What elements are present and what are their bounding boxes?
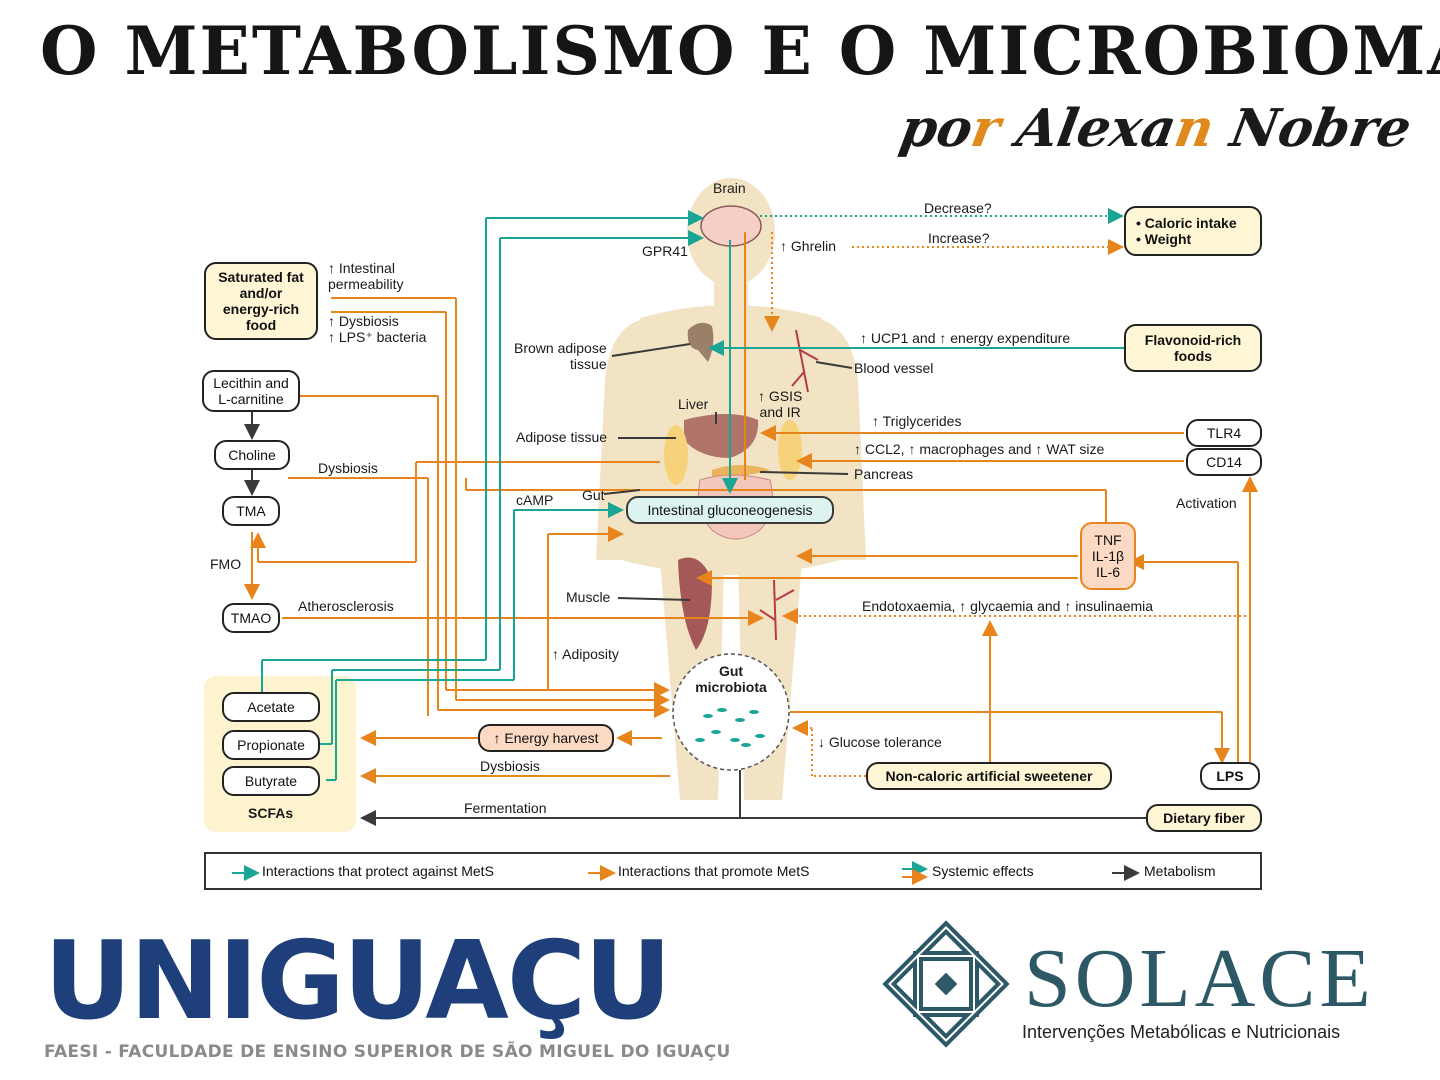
label-dysbiosis-top: Dysbiosis [318, 460, 378, 476]
node-saturated-fat: Saturated fat and/or energy-rich food [204, 262, 318, 340]
node-tmao: TMAO [222, 603, 280, 633]
label-adipose-tissue: Adipose tissue [516, 429, 608, 445]
label-activation: Activation [1176, 495, 1237, 511]
node-tnf: TNF IL-1β IL-6 [1080, 522, 1136, 590]
page-title: O METABOLISMO E O MICROBIOMA [40, 12, 1440, 90]
solace-name: SOLACE [1024, 932, 1375, 1025]
bacteria-cluster [695, 708, 765, 747]
label-gsis: ↑ GSIS and IR [758, 388, 803, 421]
node-lecithin: Lecithin and L-carnitine [202, 370, 300, 412]
node-cd14: CD14 [1186, 448, 1262, 476]
label-gpr41: GPR41 [642, 243, 688, 259]
node-choline: Choline [214, 440, 290, 470]
label-gut: Gut [582, 487, 605, 503]
label-increase: Increase? [928, 230, 990, 246]
label-adiposity: ↑ Adiposity [552, 646, 619, 662]
label-endotoxaemia: Endotoxaemia, ↑ glycaemia and ↑ insulina… [862, 598, 1154, 614]
label-atherosclerosis: Atherosclerosis [298, 598, 394, 614]
node-butyrate: Butyrate [222, 766, 320, 796]
label-brown-adipose: Brown adipose tissue [514, 340, 607, 373]
node-caloric-intake: • Caloric intake • Weight [1124, 206, 1262, 256]
pancreas-organ [712, 465, 770, 477]
uniguacu-name: UNIGUAÇU [44, 919, 672, 1044]
label-decrease: Decrease? [924, 200, 992, 216]
label-intestinal-permeability: ↑ Intestinal permeability [328, 260, 404, 293]
label-brain: Brain [713, 180, 746, 196]
legend-promote: Interactions that promote MetS [618, 863, 810, 879]
node-sweetener: Non-caloric artificial sweetener [866, 762, 1112, 790]
label-fmo: FMO [210, 556, 242, 572]
label-blood-vessel: Blood vessel [854, 360, 934, 376]
legend: Interactions that protect against MetS I… [204, 852, 1262, 890]
node-lps: LPS [1200, 762, 1260, 790]
label-triglycerides: ↑ Triglycerides [872, 413, 962, 429]
node-dietary-fiber: Dietary fiber [1146, 804, 1262, 832]
label-ucp1: ↑ UCP1 and ↑ energy expenditure [860, 330, 1071, 346]
node-propionate: Propionate [222, 730, 320, 760]
label-dysbiosis-bottom: Dysbiosis [480, 758, 540, 774]
label-glucose-tolerance: ↓ Glucose tolerance [818, 734, 942, 750]
label-ccl2: ↑ CCL2, ↑ macrophages and ↑ WAT size [854, 441, 1105, 457]
node-tlr4: TLR4 [1186, 419, 1262, 447]
uniguacu-subtitle: FAESI - FACULDADE DE ENSINO SUPERIOR DE … [44, 1042, 731, 1062]
legend-swatches [232, 861, 1140, 885]
label-gut-microbiota: Gut microbiota [695, 663, 767, 696]
uniguacu-logo: UNIGUAÇU FAESI - FACULDADE DE ENSINO SUP… [44, 919, 731, 1063]
adipose-right [778, 420, 802, 480]
legend-metabolism: Metabolism [1144, 863, 1216, 879]
label-dysbiosis-lps: ↑ Dysbiosis ↑ LPS⁺ bacteria [328, 313, 427, 346]
brown-adipose-organ [687, 322, 714, 362]
legend-protect: Interactions that protect against MetS [262, 863, 494, 879]
legend-systemic: Systemic effects [932, 863, 1034, 879]
label-liver: Liver [678, 396, 709, 412]
liver-organ [684, 414, 759, 458]
adipose-left [664, 425, 688, 485]
solace-emblem-icon [882, 920, 1010, 1048]
label-ghrelin: ↑ Ghrelin [780, 238, 837, 254]
blood-vessel-top [791, 329, 819, 393]
node-acetate: Acetate [222, 692, 320, 722]
node-intestinal-gluconeogenesis: Intestinal gluconeogenesis [626, 496, 834, 524]
label-fermentation: Fermentation [464, 800, 547, 816]
label-camp: cAMP [516, 492, 554, 508]
node-energy-harvest: ↑ Energy harvest [478, 724, 614, 752]
label-scfas: SCFAs [248, 805, 294, 821]
label-pancreas: Pancreas [854, 466, 914, 482]
label-muscle: Muscle [566, 589, 611, 605]
solace-subtitle: Intervenções Metabólicas e Nutricionais [1022, 1022, 1341, 1042]
node-tma: TMA [222, 496, 280, 526]
node-flavonoid: Flavonoid-rich foods [1124, 324, 1262, 372]
